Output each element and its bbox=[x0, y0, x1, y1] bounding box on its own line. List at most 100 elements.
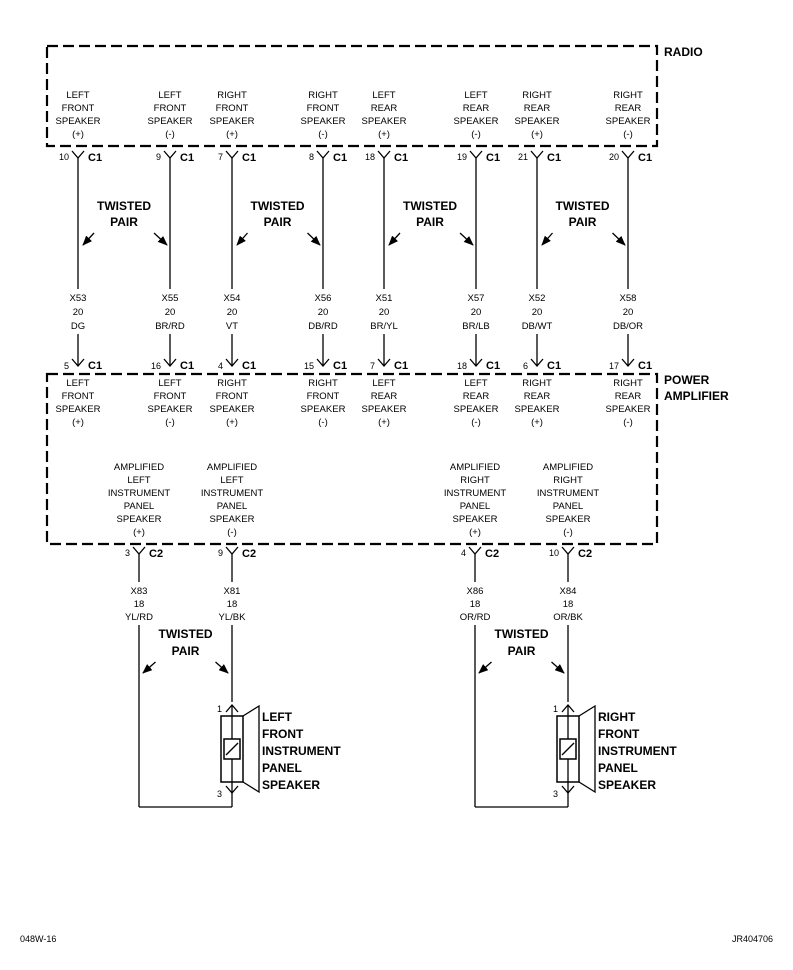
wire-gauge: 18 bbox=[134, 599, 145, 610]
twisted-pair-arrow bbox=[215, 661, 229, 674]
amplifier-output-2-label-line: INSTRUMENT bbox=[201, 488, 263, 499]
amplifier-input-2-label-line: SPEAKER bbox=[148, 404, 193, 415]
radio-connector-pin bbox=[316, 150, 330, 159]
twisted-pair-label: PAIR bbox=[110, 215, 138, 229]
amplifier-input-connector-pin bbox=[71, 358, 85, 367]
amplifier-input-pin-number: 5 bbox=[64, 361, 69, 371]
amplifier-title-line-2: AMPLIFIER bbox=[664, 389, 729, 403]
amplifier-input-3-label-line: SPEAKER bbox=[210, 404, 255, 415]
radio-connector-id: C1 bbox=[394, 152, 408, 164]
radio-connector-id: C1 bbox=[547, 152, 561, 164]
amplifier-input-7-label-line: (+) bbox=[531, 417, 543, 428]
radio-cavity-7-label-line: (+) bbox=[531, 129, 543, 140]
radio-connector-id: C1 bbox=[242, 152, 256, 164]
wire-color: BR/RD bbox=[155, 321, 185, 332]
radio-pin-number: 10 bbox=[59, 152, 69, 162]
twisted-pair-arrow bbox=[459, 232, 474, 246]
radio-connector-pin bbox=[71, 150, 85, 159]
radio-cavity-6-label-line: REAR bbox=[463, 103, 490, 114]
amplifier-input-8-label-line: RIGHT bbox=[613, 378, 643, 389]
amplifier-input-7-label-line: REAR bbox=[524, 391, 551, 402]
twisted-pair-label: PAIR bbox=[569, 215, 597, 229]
radio-connector-id: C1 bbox=[88, 152, 102, 164]
amplifier-input-pin-number: 7 bbox=[370, 361, 375, 371]
wire-color: OR/BK bbox=[553, 612, 583, 623]
radio-pin-number: 21 bbox=[518, 152, 528, 162]
speaker-pin-top-number: 1 bbox=[553, 704, 558, 714]
speaker-name-line: PANEL bbox=[262, 761, 302, 775]
amplifier-input-1-label-line: FRONT bbox=[62, 391, 95, 402]
twisted-pair-label: PAIR bbox=[508, 644, 536, 658]
twisted-pair-arrow bbox=[551, 661, 565, 674]
amplifier-output-connector-id: C2 bbox=[485, 548, 499, 560]
amplifier-input-pin-number: 17 bbox=[609, 361, 619, 371]
twisted-pair-arrow bbox=[478, 661, 492, 674]
twisted-pair-arrow bbox=[153, 232, 168, 246]
speaker-coil-icon bbox=[225, 742, 239, 756]
wire-circuit-id: X54 bbox=[224, 293, 241, 304]
speaker-name-line: SPEAKER bbox=[598, 778, 656, 792]
amplifier-input-8-label-line: REAR bbox=[615, 391, 642, 402]
wire-gauge: 20 bbox=[318, 307, 329, 318]
amplifier-input-connector-pin bbox=[163, 358, 177, 367]
speaker-name-line: FRONT bbox=[262, 727, 304, 741]
amplifier-input-7-label-line: RIGHT bbox=[522, 378, 552, 389]
radio-cavity-7-label-line: RIGHT bbox=[522, 90, 552, 101]
wire-circuit-id: X51 bbox=[376, 293, 393, 304]
speaker-cone-icon bbox=[242, 704, 260, 794]
speaker-coil-icon bbox=[561, 742, 575, 756]
radio-cavity-2-label-line: SPEAKER bbox=[148, 116, 193, 127]
speaker-name-line: RIGHT bbox=[598, 710, 636, 724]
wire-gauge: 18 bbox=[470, 599, 481, 610]
radio-pin-number: 7 bbox=[218, 152, 223, 162]
radio-pin-number: 18 bbox=[365, 152, 375, 162]
amplifier-input-1-label-line: LEFT bbox=[66, 378, 89, 389]
radio-cavity-2-label-line: (-) bbox=[165, 129, 175, 140]
radio-cavity-8-label-line: SPEAKER bbox=[606, 116, 651, 127]
radio-pin-number: 19 bbox=[457, 152, 467, 162]
radio-cavity-7-label-line: REAR bbox=[524, 103, 551, 114]
wire-gauge: 20 bbox=[623, 307, 634, 318]
amplifier-input-1-label-line: (+) bbox=[72, 417, 84, 428]
radio-cavity-4-label-line: RIGHT bbox=[308, 90, 338, 101]
amplifier-input-3-label-line: FRONT bbox=[216, 391, 249, 402]
amplifier-input-5-label-line: REAR bbox=[371, 391, 398, 402]
amplifier-input-8-label-line: (-) bbox=[623, 417, 633, 428]
amplifier-output-3-label-line: (+) bbox=[469, 527, 481, 538]
amplifier-input-connector-id: C1 bbox=[394, 360, 408, 372]
amplifier-input-2-label-line: FRONT bbox=[154, 391, 187, 402]
radio-pin-number: 9 bbox=[156, 152, 161, 162]
wire-gauge: 20 bbox=[165, 307, 176, 318]
amplifier-input-pin-number: 16 bbox=[151, 361, 161, 371]
radio-pin-number: 8 bbox=[309, 152, 314, 162]
speaker-name-line: PANEL bbox=[598, 761, 638, 775]
amplifier-input-6-label-line: SPEAKER bbox=[454, 404, 499, 415]
wire-circuit-id: X55 bbox=[162, 293, 179, 304]
radio-connector-id: C1 bbox=[638, 152, 652, 164]
wire-color: DB/OR bbox=[613, 321, 643, 332]
wire-gauge: 18 bbox=[227, 599, 238, 610]
amplifier-input-3-label-line: RIGHT bbox=[217, 378, 247, 389]
amplifier-input-connector-id: C1 bbox=[638, 360, 652, 372]
amplifier-module-box bbox=[45, 372, 659, 546]
radio-cavity-4-label-line: (-) bbox=[318, 129, 328, 140]
radio-cavity-6-label-line: (-) bbox=[471, 129, 481, 140]
twisted-pair-label: TWISTED bbox=[97, 199, 151, 213]
amplifier-output-4-label-line: RIGHT bbox=[553, 475, 583, 486]
wire-circuit-id: X83 bbox=[131, 586, 148, 597]
radio-connector-pin bbox=[163, 150, 177, 159]
wire-circuit-id: X84 bbox=[560, 586, 577, 597]
amplifier-input-6-label-line: (-) bbox=[471, 417, 481, 428]
radio-cavity-5-label-line: REAR bbox=[371, 103, 398, 114]
amplifier-input-connector-id: C1 bbox=[333, 360, 347, 372]
amplifier-output-2-label-line: AMPLIFIED bbox=[207, 462, 257, 473]
radio-cavity-2-label-line: LEFT bbox=[158, 90, 181, 101]
radio-cavity-8-label-line: REAR bbox=[615, 103, 642, 114]
wire-color: YL/BK bbox=[219, 612, 247, 623]
wire-gauge: 20 bbox=[471, 307, 482, 318]
amplifier-input-7-label-line: SPEAKER bbox=[515, 404, 560, 415]
radio-pin-number: 20 bbox=[609, 152, 619, 162]
radio-connector-id: C1 bbox=[486, 152, 500, 164]
wire-gauge: 20 bbox=[73, 307, 84, 318]
radio-cavity-1-label-line: (+) bbox=[72, 129, 84, 140]
